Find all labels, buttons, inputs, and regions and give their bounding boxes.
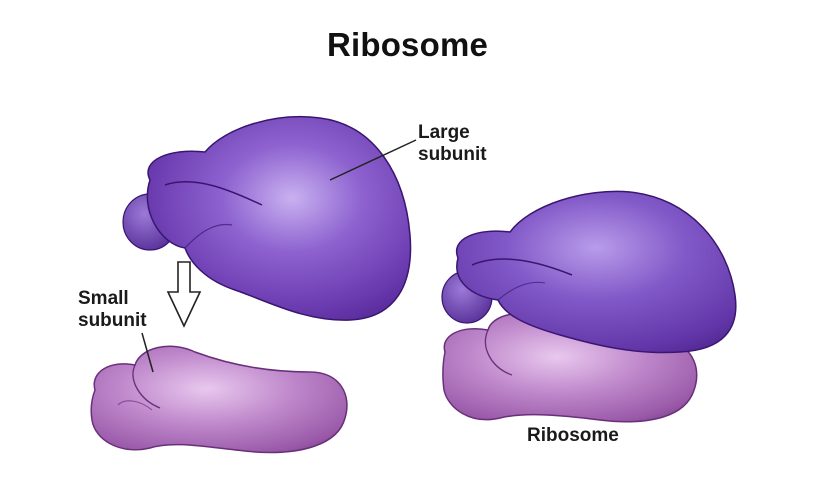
large-subunit-leader-line: [329, 139, 417, 181]
small-subunit-leader-line: [141, 332, 154, 373]
large-subunit-shape: [122, 116, 412, 321]
small-subunit-label-line2: subunit: [78, 310, 147, 331]
assembled-ribosome-shape: [441, 190, 737, 423]
small-subunit-shape: [90, 345, 348, 454]
down-arrow-icon: [166, 261, 202, 328]
small-subunit-label: Small subunit: [78, 288, 147, 332]
large-subunit-label-line2: subunit: [418, 144, 487, 165]
small-subunit-label-line1: Small: [78, 288, 129, 309]
ribosome-label: Ribosome: [527, 425, 619, 446]
diagram-title: Ribosome: [326, 26, 489, 63]
large-subunit-label-line1: Large: [418, 122, 470, 143]
large-subunit-label: Large subunit: [418, 122, 487, 166]
